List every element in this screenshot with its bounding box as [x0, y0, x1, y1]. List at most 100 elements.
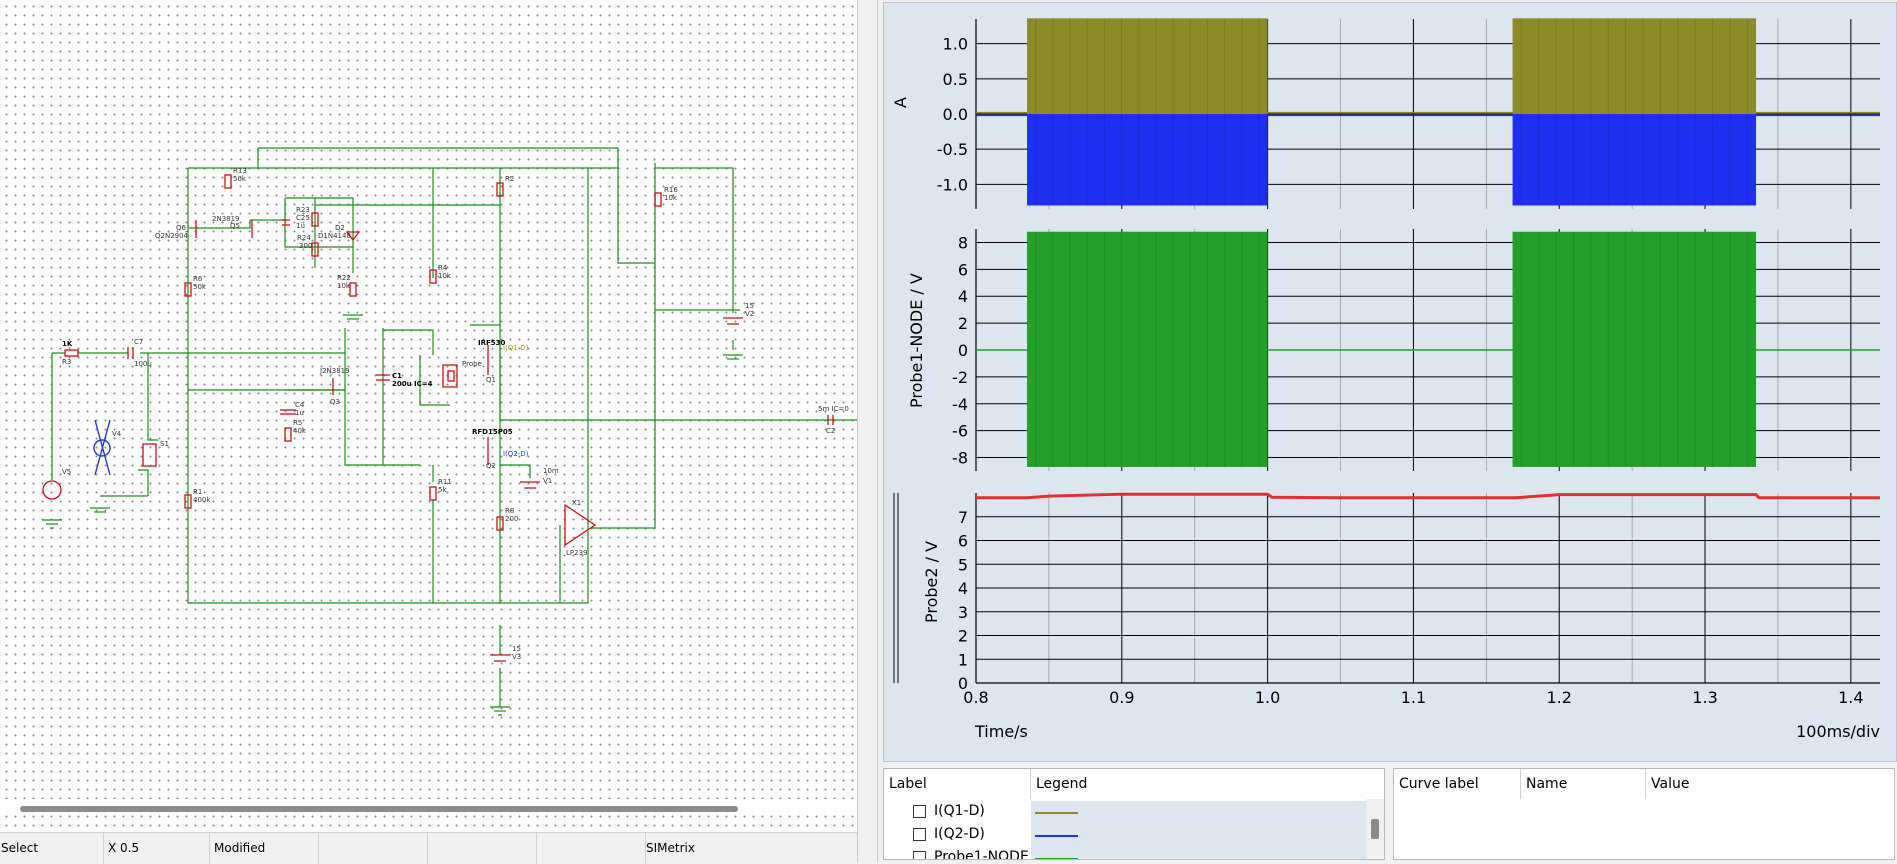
svg-text:C2: C2: [826, 427, 835, 435]
svg-text:15: 15: [745, 302, 754, 310]
series-burst-i-q1-d-: [1027, 18, 1268, 114]
plot-tick-labels: 1.00.50.0-0.5-1.086420-2-4-6-8765432100.…: [937, 35, 1864, 707]
svg-text:IRF530: IRF530: [478, 339, 506, 347]
legend-scrollbar-thumb[interactable]: [1371, 819, 1379, 839]
svg-text:V2: V2: [745, 310, 754, 318]
panel3-ytick-label: 3: [958, 603, 968, 622]
schematic-components: [42, 174, 834, 662]
panel3-ytick-label: 1: [958, 650, 968, 669]
x-tick-label: 1.4: [1838, 688, 1863, 707]
x-axis-label: Time/s: [974, 722, 1028, 741]
svg-text:R6: R6: [193, 275, 203, 283]
schematic-scrollbar-thumb[interactable]: [20, 806, 738, 812]
legend-swatch-cell-iq2d: [1031, 824, 1366, 847]
svg-text:LP239: LP239: [566, 549, 587, 557]
schematic-canvas[interactable]: 1K R3 C7 100u V5 V4 S1 R13 50k Q6 Q2N290…: [0, 0, 857, 832]
svg-text:V4: V4: [112, 430, 122, 438]
svg-text:Q2: Q2: [486, 462, 496, 470]
panel2-ytick-label: 0: [958, 341, 968, 360]
pane-splitter[interactable]: [857, 0, 878, 863]
svg-text:300: 300: [299, 242, 312, 250]
svg-text:200: 200: [505, 515, 518, 523]
x-tick-label: 1.2: [1546, 688, 1571, 707]
svg-text:C7: C7: [134, 338, 143, 346]
panel2-ytick-label: 4: [958, 287, 968, 306]
svg-text:I(Q2-D): I(Q2-D): [503, 450, 529, 458]
svg-text:R8: R8: [505, 507, 514, 515]
values-header-curve-label[interactable]: Curve label: [1394, 769, 1521, 799]
panel3-ylabel: Probe2 / V: [922, 541, 941, 623]
svg-text:5m IC=0: 5m IC=0: [818, 405, 849, 413]
legend-header-legend[interactable]: Legend: [1036, 776, 1088, 792]
panel3-ytick-label: 7: [958, 508, 968, 527]
legend-checkbox-iq1d[interactable]: [913, 805, 926, 818]
values-header-name[interactable]: Name: [1521, 769, 1646, 799]
panel1-ytick-label: -0.5: [937, 140, 968, 159]
svg-text:R3: R3: [62, 358, 71, 366]
schematic-labels: 1K R3 C7 100u V5 V4 S1 R13 50k Q6 Q2N290…: [62, 167, 849, 661]
svg-text:D1N4148: D1N4148: [318, 232, 351, 240]
legend-checkbox-probe1[interactable]: [913, 851, 926, 859]
panel3-ytick-label: 6: [958, 532, 968, 551]
svg-text:V1: V1: [543, 477, 552, 485]
svg-text:Q2N2904: Q2N2904: [155, 232, 189, 240]
schematic-drawing[interactable]: 1K R3 C7 100u V5 V4 S1 R13 50k Q6 Q2N290…: [0, 0, 857, 800]
x-tick-label: 1.1: [1401, 688, 1426, 707]
svg-text:V5: V5: [62, 468, 71, 476]
waveform-plot[interactable]: 1.00.50.0-0.5-1.086420-2-4-6-8765432100.…: [884, 3, 1897, 763]
svg-text:I(Q1-D): I(Q1-D): [503, 344, 529, 352]
svg-text:R16: R16: [664, 186, 678, 194]
panel2-ylabel: Probe1-NODE / V: [907, 273, 926, 408]
legend-swatch-cell-iq1d: [1031, 801, 1366, 824]
svg-text:10k: 10k: [664, 194, 678, 202]
svg-text:1K: 1K: [62, 340, 73, 348]
svg-text:X1: X1: [572, 499, 581, 507]
curve-values-panel[interactable]: Curve label Name Value: [1393, 768, 1895, 860]
svg-text:V3: V3: [512, 653, 521, 661]
svg-text:50k: 50k: [193, 283, 207, 291]
values-header-value[interactable]: Value: [1651, 776, 1690, 792]
svg-text:400k: 400k: [193, 496, 211, 504]
legend-row-iq1d[interactable]: I(Q1-D): [884, 801, 1366, 824]
panel1-ytick-label: 0.5: [943, 70, 968, 89]
legend-checkbox-iq2d[interactable]: [913, 828, 926, 841]
svg-text:D2: D2: [335, 224, 345, 232]
svg-text:200u IC=4: 200u IC=4: [392, 380, 433, 388]
legend-line-iq2d: [1035, 835, 1078, 837]
svg-text:5k: 5k: [438, 486, 447, 494]
legend-vertical-scrollbar[interactable]: [1366, 799, 1384, 859]
svg-text:RFD15P05: RFD15P05: [472, 428, 513, 436]
series-line-probe2: [976, 492, 1880, 500]
legend-row-iq2d[interactable]: I(Q2-D): [884, 824, 1366, 847]
panel3-ytick-label: 0: [958, 674, 968, 693]
svg-text:Q3: Q3: [330, 398, 340, 406]
panel1-ytick-label: 1.0: [943, 35, 968, 54]
legend-row-probe1[interactable]: Probe1-NODE: [884, 847, 1366, 860]
svg-text:40k: 40k: [293, 427, 307, 435]
x-scale-label: 100ms/div: [1796, 722, 1880, 741]
ground-symbols: [42, 314, 743, 716]
svg-text:R13: R13: [233, 167, 247, 175]
schematic-wires: [51, 147, 857, 707]
svg-text:C25: C25: [296, 214, 310, 222]
legend-label-probe1: Probe1-NODE: [934, 849, 1029, 860]
status-cell-4: [319, 833, 428, 864]
panel3-ytick-label: 4: [958, 579, 968, 598]
schematic-switch-symbol: [93, 419, 111, 476]
svg-text:Q5: Q5: [230, 222, 240, 230]
x-tick-label: 0.8: [963, 688, 988, 707]
svg-text:R2: R2: [505, 175, 514, 183]
series-burst-i-q2-d-: [1512, 114, 1757, 206]
svg-text:10k: 10k: [337, 282, 351, 290]
svg-text:R5: R5: [293, 419, 302, 427]
legend-header-label[interactable]: Label: [884, 769, 1031, 799]
legend-label-iq2d: I(Q2-D): [934, 826, 985, 842]
legend-panel[interactable]: Label Legend I(Q1-D) I(Q2-D) Probe1-NODE: [883, 768, 1385, 860]
svg-text:R24: R24: [297, 234, 311, 242]
svg-text:10k: 10k: [438, 272, 452, 280]
svg-text:Q1: Q1: [486, 376, 496, 384]
svg-text:10m: 10m: [543, 467, 559, 475]
svg-text:R22: R22: [337, 274, 351, 282]
legend-line-iq1d: [1035, 812, 1078, 814]
